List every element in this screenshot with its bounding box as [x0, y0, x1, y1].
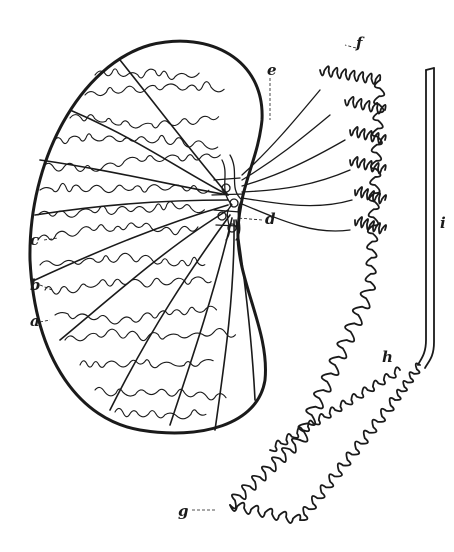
label-h: h	[382, 348, 393, 366]
tubule-coil	[40, 253, 205, 265]
epididymis-coil	[230, 439, 300, 509]
label-b: b	[30, 276, 41, 294]
epididymis-coil	[230, 503, 300, 523]
label-a: a	[30, 312, 40, 330]
label-g: g	[178, 502, 189, 520]
seminiferous-tubules	[38, 69, 236, 419]
tubule-coil	[45, 154, 220, 171]
label-e: e	[267, 61, 277, 79]
label-f: f	[355, 34, 365, 52]
testis-outline	[30, 41, 266, 433]
epididymis-coil	[300, 398, 395, 520]
label-d: d	[265, 210, 276, 228]
epididymis-coil	[355, 217, 386, 234]
tubule-coil	[95, 69, 199, 80]
epididymis-coil	[320, 66, 380, 84]
vas-deferens	[418, 68, 434, 368]
tubule-coil	[55, 306, 217, 324]
tubule-coil	[85, 82, 224, 96]
epididymis-coil	[298, 290, 370, 442]
epididymis-coil	[365, 80, 384, 290]
label-i: i	[440, 214, 446, 232]
label-c: c	[30, 231, 39, 249]
tubule-coil	[40, 183, 209, 193]
efferent-ducts	[242, 90, 352, 231]
tubule-coil	[95, 387, 226, 399]
tubule-coil	[70, 115, 219, 128]
tubule-coil	[38, 223, 198, 240]
tubule-coil	[45, 277, 211, 294]
tubule-coil	[80, 360, 213, 368]
tubule-coil	[55, 134, 218, 149]
tubule-coil	[65, 329, 236, 341]
leader-lines	[40, 45, 356, 510]
rete-testis	[212, 155, 244, 240]
tubule-coil	[115, 408, 206, 418]
